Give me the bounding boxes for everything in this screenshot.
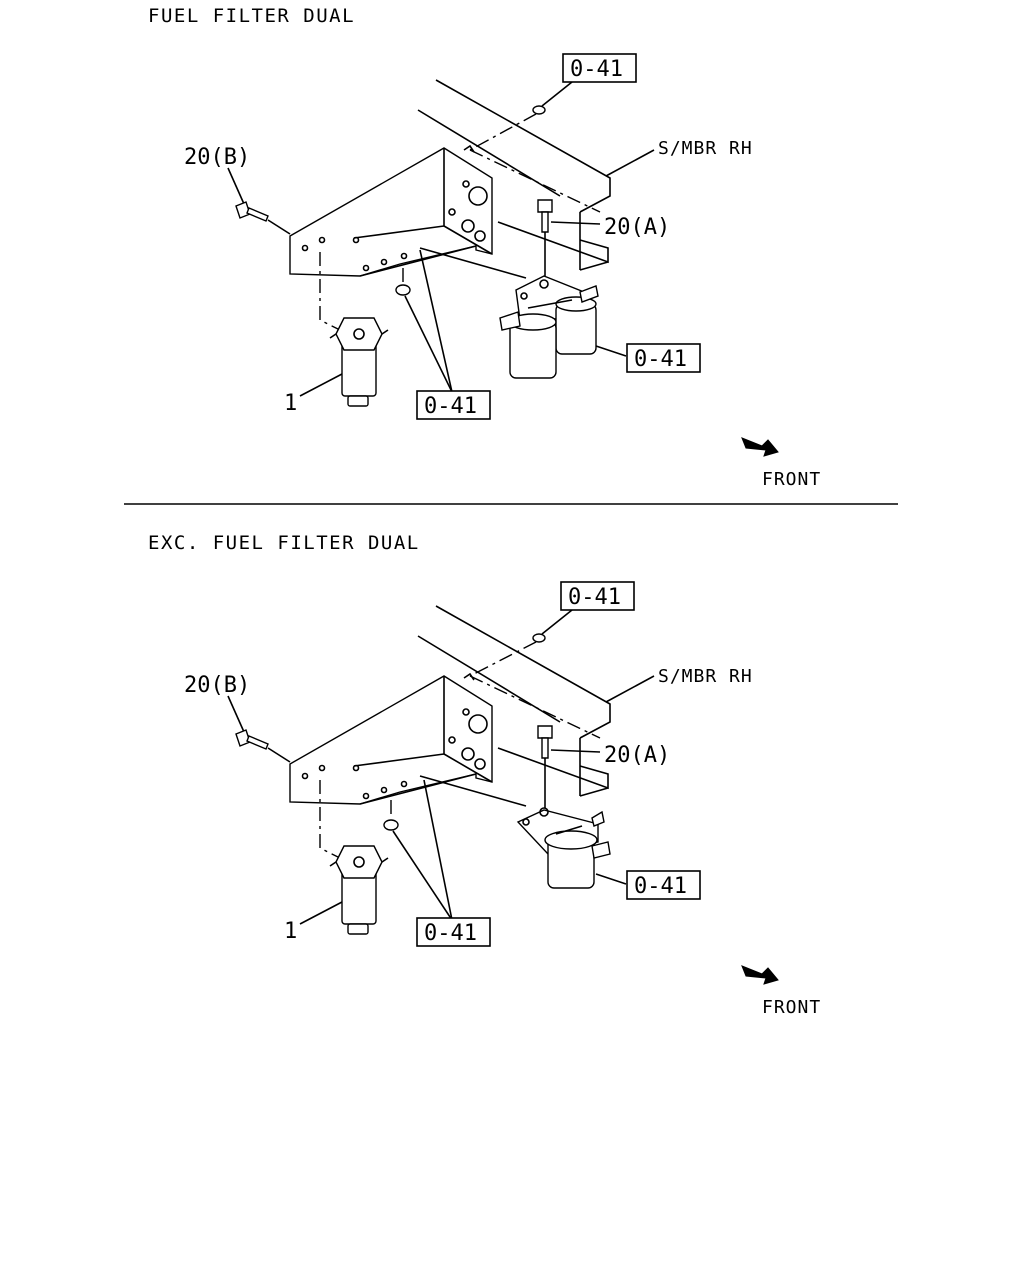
side-member-label: S/MBR RH [658,666,753,687]
ref-top: 0-41 [568,585,621,610]
part-1-leader [299,901,343,925]
single-fuel-filter [516,807,611,889]
centerline-top [469,641,537,677]
bolt-a-label: 20(A) [604,215,670,240]
mounting-bracket [289,144,493,277]
ref-box-filter [626,343,701,373]
bolt-b [235,201,269,222]
ref-box-filter [626,870,701,900]
bolt-b [235,729,269,750]
ref-bottom: 0-41 [424,921,477,946]
ref-leader-bottom-a [404,295,453,393]
bolt-a-leader [550,221,601,225]
dual-fuel-filter [499,275,599,379]
bolt-b-path [267,219,291,235]
centerline-top [469,113,537,151]
panel-title: FUEL FILTER DUAL [148,5,355,27]
front-label: FRONT [762,469,821,490]
ref-filter: 0-41 [634,874,687,899]
part-1-leader [299,373,343,397]
ref-box-bottom [416,390,491,420]
part-1-label: 1 [284,391,297,416]
filter-mount-line [419,247,527,279]
side-member-rh [417,605,611,797]
bolt-b-path [267,747,291,763]
side-member-rh [417,79,611,271]
ref-leader-bottom-b [423,779,453,921]
filter-mount-line [419,775,527,807]
bolt-b-leader [227,695,245,733]
front-label: FRONT [762,997,821,1018]
front-arrow-icon [741,437,779,457]
part-1-filter [329,845,389,935]
side-member-leader [605,149,655,177]
ref-bottom: 0-41 [424,394,477,419]
ref-leader-bottom-a [392,830,453,921]
ref-filter: 0-41 [634,347,687,372]
bolt-a-label: 20(A) [604,743,670,768]
centerline-part-1 [319,780,341,859]
part-1-label: 1 [284,919,297,944]
panel-exc-fuel-filter-dual: EXC. FUEL FILTER DUAL S/MBR RH 0-41 [148,532,821,1018]
washer-bottom [395,284,411,296]
bolt-b-label: 20(B) [184,145,250,170]
washer-top [532,105,546,115]
bolt-a [537,199,553,233]
washer-bottom [383,819,399,831]
bolt-a-leader [550,749,601,753]
side-member-leader [605,675,655,703]
ref-leader-top [541,609,573,635]
mounting-bracket [289,672,493,805]
ref-leader-bottom-b [419,249,453,393]
ref-leader-top [541,81,573,107]
front-arrow-icon [741,965,779,985]
ref-leader-filter [595,873,627,885]
ref-leader-filter [595,345,627,357]
bolt-b-leader [227,167,245,205]
panel-title: EXC. FUEL FILTER DUAL [148,532,420,554]
ref-box-top [560,581,635,611]
washer-top [532,633,546,643]
centerline-part-1 [319,252,341,331]
ref-box-bottom [416,917,491,947]
bolt-b-label: 20(B) [184,673,250,698]
part-1-filter [329,317,389,407]
ref-box-top [562,53,637,83]
side-member-label: S/MBR RH [658,138,753,159]
ref-top: 0-41 [570,57,623,82]
bolt-a [537,725,553,759]
panel-fuel-filter-dual: FUEL FILTER DUAL S/MBR RH 0-41 [148,5,821,490]
